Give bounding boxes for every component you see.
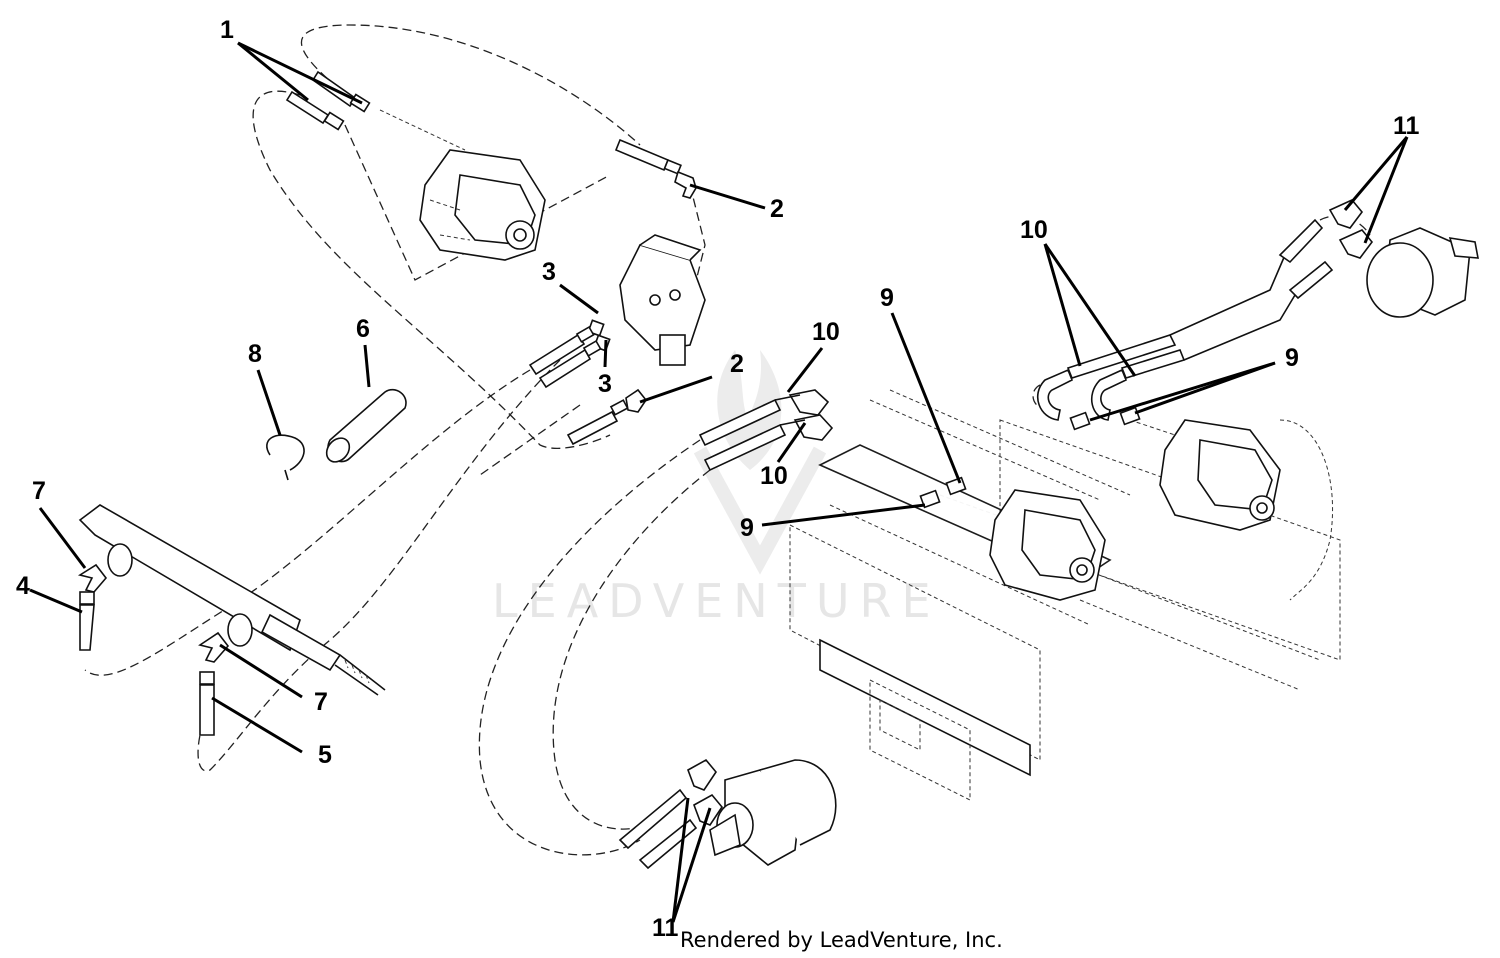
callout-9-lower: 9 xyxy=(740,514,754,542)
callout-7-left: 7 xyxy=(32,477,46,505)
hose-sleeve-item-6 xyxy=(325,388,407,463)
hydraulic-pump-upper xyxy=(419,149,546,261)
callout-5: 5 xyxy=(318,741,332,769)
hose-assembly-item-10-middle xyxy=(698,389,834,472)
wheel-motor-right xyxy=(1278,199,1479,318)
callout-4: 4 xyxy=(16,572,30,600)
hose-clamp-item-8 xyxy=(266,434,305,481)
fittings-item-9 xyxy=(919,406,1141,509)
hose-item-5 xyxy=(199,671,215,736)
callout-11-right: 11 xyxy=(1393,112,1420,140)
wheel-motor-bottom xyxy=(618,758,837,870)
control-valve-block xyxy=(619,234,706,366)
callout-3-upper: 3 xyxy=(542,258,556,286)
hose-end-item-2-lower xyxy=(566,388,647,446)
footer-credit: Rendered by LeadVenture, Inc. xyxy=(680,928,1003,952)
lift-cylinder xyxy=(78,504,386,696)
callout-10-right: 10 xyxy=(1020,216,1048,244)
callout-labels: 1 2 3 3 2 6 8 7 4 7 5 10 10 9 9 10 9 11 … xyxy=(16,16,1420,942)
callout-2-lower: 2 xyxy=(730,350,744,378)
callout-2-upper: 2 xyxy=(770,195,784,223)
callout-9-upper: 9 xyxy=(880,284,894,312)
hose-end-item-2-upper xyxy=(614,138,697,199)
hydraulic-pump-right xyxy=(1159,419,1281,531)
hydraulic-pump-middle xyxy=(989,489,1106,601)
elbow-fitting-item-7-middle xyxy=(198,631,230,663)
watermark-text: LEADVENTURE xyxy=(492,574,941,628)
callout-8: 8 xyxy=(248,340,262,368)
elbow-fitting-item-7-left xyxy=(77,563,108,593)
callout-1: 1 xyxy=(220,16,234,44)
hoses-to-valve xyxy=(528,325,602,389)
hose-item-4 xyxy=(79,591,95,651)
leader-lines xyxy=(29,41,1409,923)
callout-10-lower-middle: 10 xyxy=(760,462,788,490)
callout-11-bottom: 11 xyxy=(652,914,679,942)
callout-10-upper-middle: 10 xyxy=(812,318,840,346)
callout-3-lower: 3 xyxy=(598,370,612,398)
callout-9-right: 9 xyxy=(1285,344,1299,372)
callout-7-middle: 7 xyxy=(314,688,328,716)
callout-6: 6 xyxy=(356,315,370,343)
